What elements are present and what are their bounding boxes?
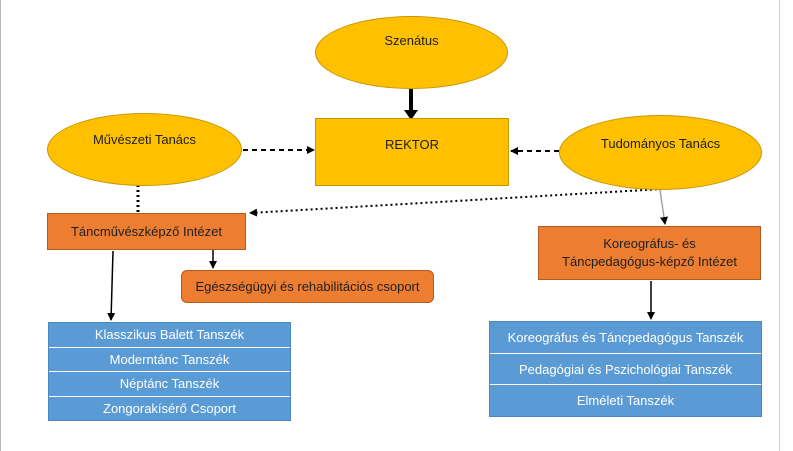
right-departments-list: Koreográfus és Táncpedagógus Tanszék Ped…	[489, 321, 762, 417]
tudomanyos-tanacs-label: Tudományos Tanács	[600, 135, 721, 151]
egeszsegugyi-csoport-label: Egészségügyi és rehabilitációs csoport	[195, 278, 420, 294]
arrowhead-szenatus-rektor	[404, 110, 418, 120]
muveszeti-tanacs-node: Művészeti Tanács	[47, 113, 242, 186]
egeszsegugyi-csoport-node: Egészségügyi és rehabilitációs csoport	[181, 270, 434, 303]
left-department-item: Zongorakísérő Csoport	[103, 400, 236, 416]
szenatus-label: Szenátus	[384, 32, 439, 48]
left-departments-list: Klasszikus Balett Tanszék Moderntánc Tan…	[48, 322, 291, 421]
left-department-item: Klasszikus Balett Tanszék	[49, 323, 290, 348]
right-department-item: Koreográfus és Táncpedagógus Tanszék	[490, 322, 761, 354]
koreografus-intezet-node: Koreográfus- és Táncpedagógus-képző Inté…	[538, 226, 761, 280]
left-department-item: Moderntánc Tanszék	[49, 348, 290, 372]
arrow-tancmuvesz-tanszekek	[107, 250, 116, 321]
rektor-node: REKTOR	[315, 118, 509, 186]
muveszeti-tanacs-label: Művészeti Tanács	[92, 131, 197, 147]
left-department-item: Néptánc Tanszék	[49, 372, 290, 397]
arrow-tudomanyos-koreografus	[659, 189, 668, 225]
page-edge-left	[0, 0, 1, 451]
tudomanyos-tanacs-node: Tudományos Tanács	[559, 115, 762, 190]
arrow-tudomanyos-tancmuvesz	[249, 188, 663, 217]
koreografus-intezet-label: Koreográfus- és Táncpedagógus-képző Inté…	[562, 236, 737, 269]
right-department-item: Elméleti Tanszék	[576, 393, 675, 409]
tancmuveszkepzo-intezet-node: Táncművészképző Intézet	[47, 213, 246, 250]
tancmuveszkepzo-intezet-label: Táncművészképző Intézet	[70, 223, 223, 239]
right-department-item: Pedagógiai és Pszichológiai Tanszék	[490, 354, 761, 386]
page-edge-right	[779, 0, 780, 451]
szenatus-node: Szenátus	[315, 16, 508, 89]
rektor-label: REKTOR	[385, 137, 439, 153]
